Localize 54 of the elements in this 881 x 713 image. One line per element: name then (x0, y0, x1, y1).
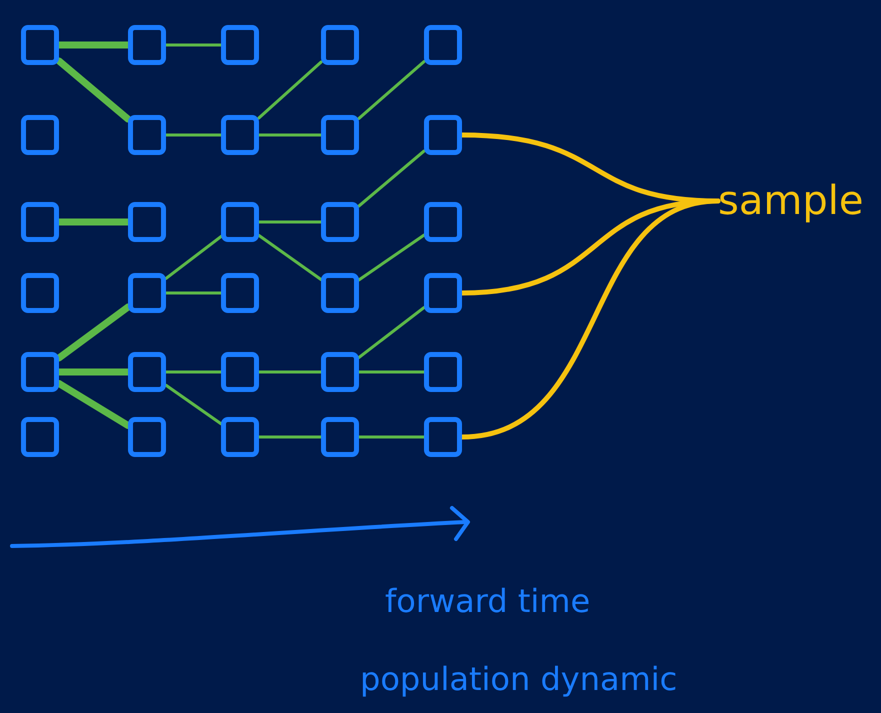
lineage-line (358, 370, 426, 374)
lineage-line (258, 436, 322, 438)
population-box (321, 202, 359, 242)
lineage-line (56, 304, 132, 362)
population-box (221, 417, 259, 457)
population-box (128, 115, 166, 155)
population-box (321, 352, 359, 392)
population-box (221, 352, 259, 392)
population-box (128, 273, 166, 313)
population-box (221, 202, 259, 242)
lineage-line (358, 234, 426, 282)
population-box (21, 25, 59, 65)
sampling-curve (460, 198, 720, 440)
population-box (424, 202, 462, 242)
lineage-line (358, 306, 426, 359)
population-box (321, 25, 359, 65)
lineage-line (164, 370, 222, 374)
lineage-line (258, 234, 322, 281)
population-box (424, 352, 462, 392)
population-box (221, 273, 259, 313)
lineage-line (164, 292, 222, 294)
population-box (424, 115, 462, 155)
lineage-line (164, 134, 222, 136)
lineage-line (258, 220, 322, 224)
population-box (21, 273, 59, 313)
population-box (321, 115, 359, 155)
population-box (128, 417, 166, 457)
lineage-line (56, 57, 132, 123)
lineage-line (358, 60, 426, 120)
population-box (21, 417, 59, 457)
population-box (321, 273, 359, 313)
population-box (21, 202, 59, 242)
population-box (424, 25, 462, 65)
population-box (321, 417, 359, 457)
population-box (221, 115, 259, 155)
process-label: population dynamic (360, 660, 678, 698)
lineage-line (258, 60, 322, 120)
lineage-line (164, 235, 222, 280)
lineage-line (358, 150, 426, 208)
lineage-line (258, 370, 322, 374)
sample-label: sample (718, 178, 864, 224)
lineage-line (258, 134, 322, 136)
population-box (128, 352, 166, 392)
population-box (21, 352, 59, 392)
time-label: forward time (385, 582, 590, 620)
population-box (128, 25, 166, 65)
population-box (424, 273, 462, 313)
population-box (221, 25, 259, 65)
population-box (21, 115, 59, 155)
lineage-line (358, 436, 426, 438)
lineage-line (164, 44, 222, 46)
lineage-line (164, 384, 222, 426)
population-box (128, 202, 166, 242)
population-box (424, 417, 462, 457)
